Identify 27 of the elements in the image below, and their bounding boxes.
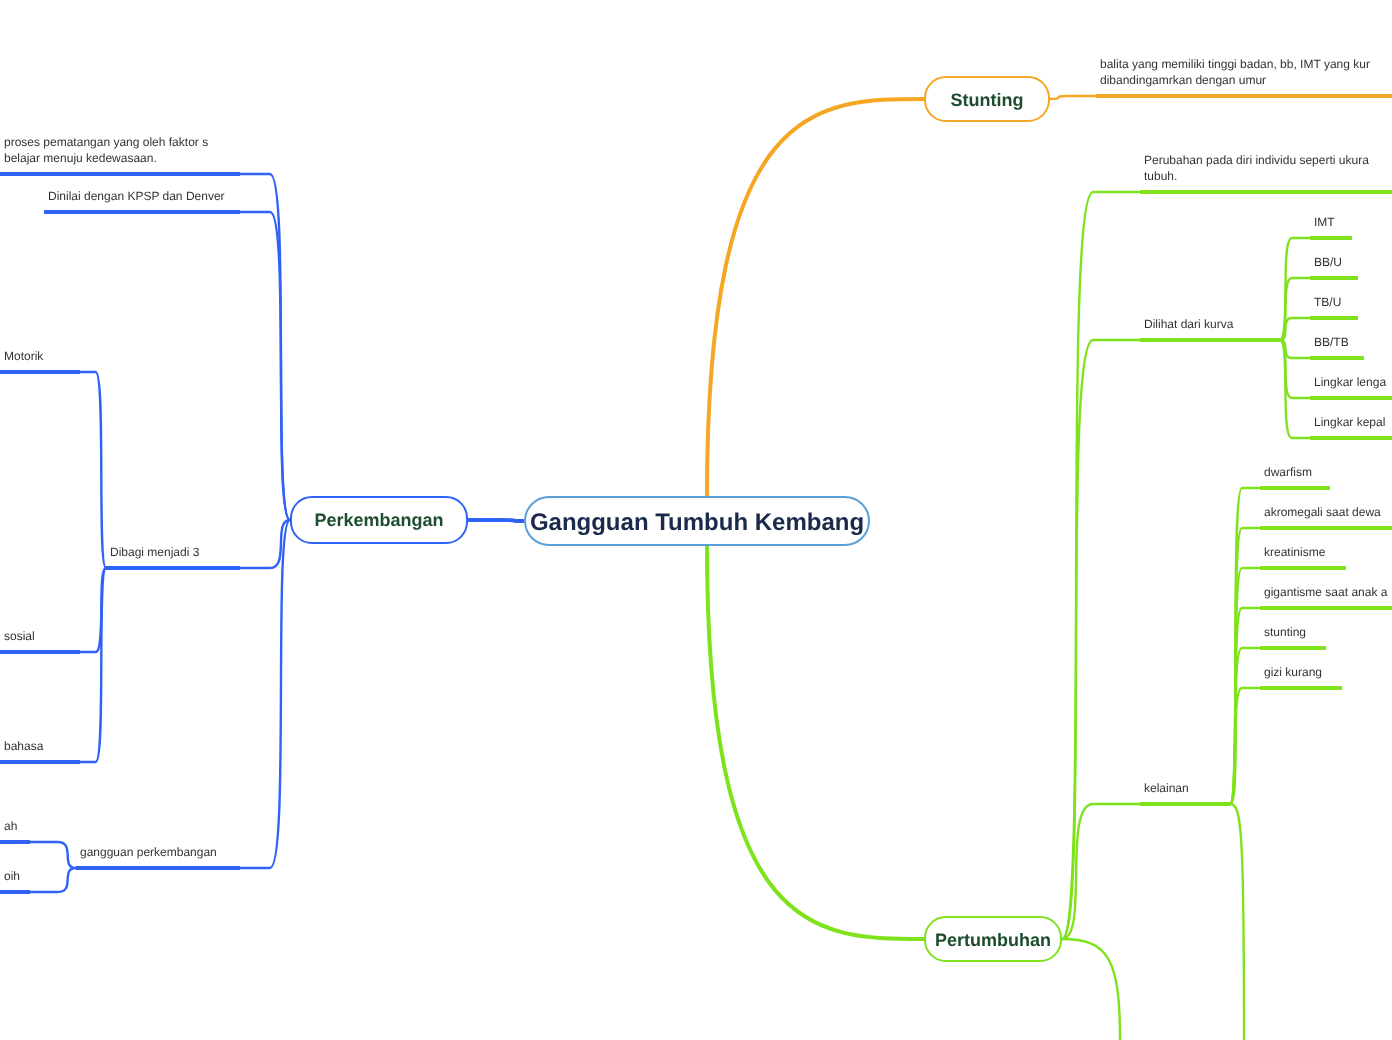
connector-line bbox=[1061, 937, 1122, 1040]
connector-line bbox=[468, 518, 524, 523]
connector-line bbox=[80, 567, 107, 654]
connector-line bbox=[1229, 686, 1260, 805]
connector-line bbox=[705, 97, 924, 497]
connector-line bbox=[1279, 339, 1310, 440]
connector-line bbox=[240, 518, 291, 570]
connector-line bbox=[1279, 236, 1310, 341]
connector-line bbox=[1228, 606, 1260, 805]
connector-line bbox=[1229, 646, 1260, 805]
topic-box: Pertumbuhan bbox=[924, 916, 1062, 962]
connector-line bbox=[1229, 802, 1246, 1040]
connector-line bbox=[1061, 802, 1140, 941]
connector-line bbox=[1279, 339, 1310, 400]
connector-line bbox=[1049, 94, 1096, 101]
topic-box: Stunting bbox=[924, 76, 1050, 122]
connector-line bbox=[30, 866, 77, 894]
connector-line bbox=[1279, 338, 1310, 360]
topic-box: Perkembangan bbox=[290, 496, 468, 544]
central-topic: Gangguan Tumbuh Kembang bbox=[524, 496, 870, 546]
connector-line bbox=[1279, 276, 1310, 341]
connector-line bbox=[705, 545, 924, 941]
connector-line bbox=[1060, 338, 1140, 940]
connector-line bbox=[1279, 316, 1310, 342]
connector-line bbox=[30, 840, 77, 870]
connector-line bbox=[1060, 190, 1140, 940]
connector-line bbox=[240, 519, 292, 870]
